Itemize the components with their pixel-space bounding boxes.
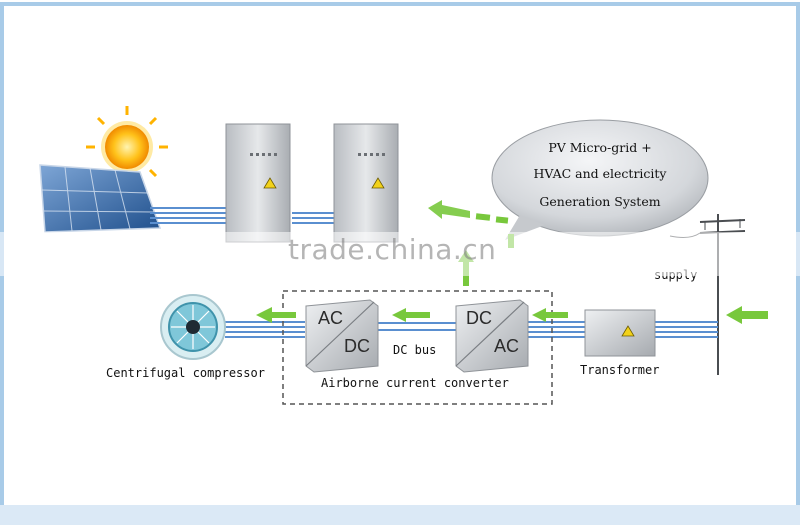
lower-bus-lines (225, 321, 718, 338)
converter-right-top-label: DC (466, 308, 492, 328)
top-bus-lines (150, 207, 336, 224)
transformer-icon (584, 309, 656, 357)
warning-icon (621, 325, 635, 337)
solar-panel-icon (39, 164, 162, 233)
bubble-line-1: PV Micro-grid + (548, 140, 652, 155)
bottom-band (0, 505, 800, 525)
converter-left-bottom-label: DC (344, 336, 370, 356)
watermark-band (0, 232, 800, 276)
dc-ac-converter-box (455, 299, 529, 373)
ac-dc-converter-box (305, 299, 379, 373)
bubble-line-3: Generation System (539, 194, 661, 209)
airborne-converter-label: Airborne current converter (321, 376, 509, 390)
inverter-cabinet-1 (225, 123, 291, 243)
converter-left-top-label: AC (318, 308, 344, 328)
inverter-cabinet-2 (333, 123, 399, 243)
green-arrows-lower (256, 306, 768, 324)
converter-dashed-frame (282, 290, 553, 405)
bubble-line-2: HVAC and electricity (533, 166, 667, 181)
converter-right-bottom-label: AC (494, 336, 520, 356)
transformer-label: Transformer (580, 363, 660, 377)
watermark-text: trade.china.cn (288, 233, 497, 266)
warning-icon (371, 177, 385, 189)
warning-icon (263, 177, 277, 189)
centrifugal-compressor-label: Centrifugal compressor (106, 366, 265, 380)
centrifugal-compressor-icon (160, 294, 226, 360)
dc-bus-label: DC bus (393, 343, 437, 357)
